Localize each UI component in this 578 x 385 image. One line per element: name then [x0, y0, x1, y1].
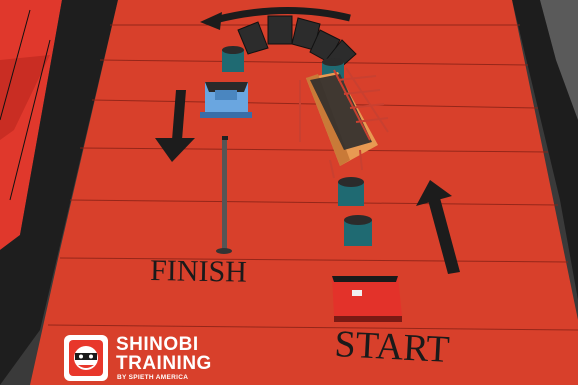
step-pad	[344, 215, 372, 246]
brand-logo: SHINOBI TRAINING BY SPIETH AMERICA	[60, 333, 230, 383]
start-box	[332, 276, 402, 322]
ninja-mascot-icon	[64, 335, 108, 381]
step-pad	[222, 46, 244, 72]
finish-label: FINISH	[150, 254, 247, 289]
logo-title-line2: TRAINING	[116, 354, 212, 373]
start-label: START	[334, 323, 451, 371]
step-pad	[338, 177, 364, 206]
blue-block-obstacle	[200, 82, 252, 118]
logo-title-line1: SHINOBI	[116, 335, 199, 354]
logo-tagline: BY SPIETH AMERICA	[117, 374, 188, 381]
